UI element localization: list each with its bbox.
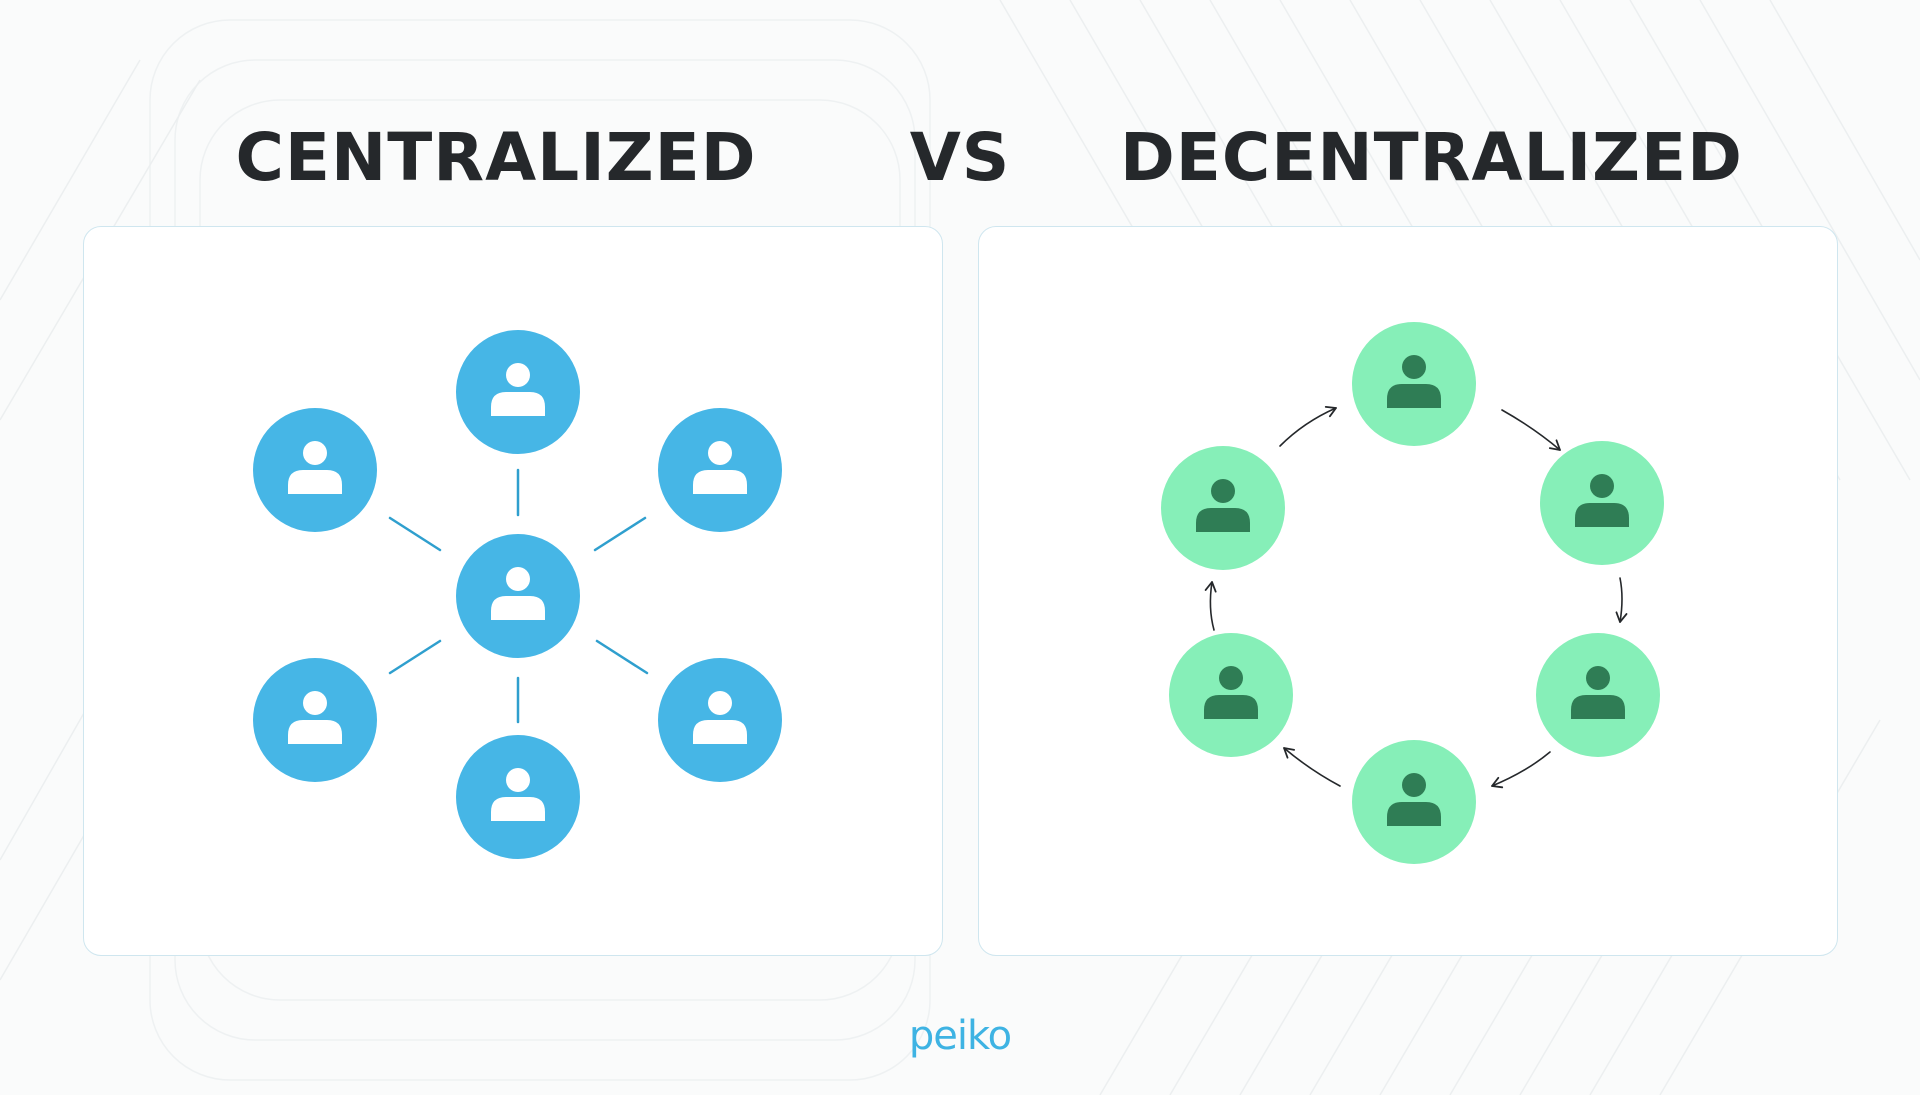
- node-top: [456, 330, 580, 454]
- peer-node-bottom: [1352, 740, 1476, 864]
- node-center: [456, 534, 580, 658]
- arrow-icon: [1615, 577, 1628, 623]
- node-lower-left: [253, 658, 377, 782]
- link-upper-right: [593, 516, 647, 552]
- peer-node-lower-right: [1536, 633, 1660, 757]
- link-upper-left: [388, 516, 442, 552]
- vs-title: VS: [909, 119, 1011, 196]
- peer-node-top: [1352, 322, 1476, 446]
- node-upper-left: [253, 408, 377, 532]
- arrow-icon: [1204, 581, 1217, 631]
- arrow-icon: [1283, 747, 1341, 787]
- link-lower-right: [595, 639, 649, 675]
- peer-node-upper-right: [1540, 441, 1664, 565]
- node-upper-right: [658, 408, 782, 532]
- peer-node-upper-left: [1161, 446, 1285, 570]
- arrow-icon: [1501, 409, 1561, 451]
- link-lower-left: [388, 639, 442, 675]
- arrow-icon: [1279, 406, 1337, 447]
- peer-node-lower-left: [1169, 633, 1293, 757]
- decentralized-arrows: [1204, 406, 1628, 789]
- node-bottom: [456, 735, 580, 859]
- decentralized-title: DECENTRALIZED: [1120, 119, 1743, 196]
- centralized-nodes: [253, 330, 782, 859]
- centralized-title: CENTRALIZED: [235, 119, 757, 196]
- decentralized-nodes: [1161, 322, 1664, 864]
- peiko-logo: peiko: [908, 1013, 1012, 1059]
- centralized-links: [388, 468, 649, 724]
- node-lower-right: [658, 658, 782, 782]
- arrow-icon: [1491, 751, 1551, 789]
